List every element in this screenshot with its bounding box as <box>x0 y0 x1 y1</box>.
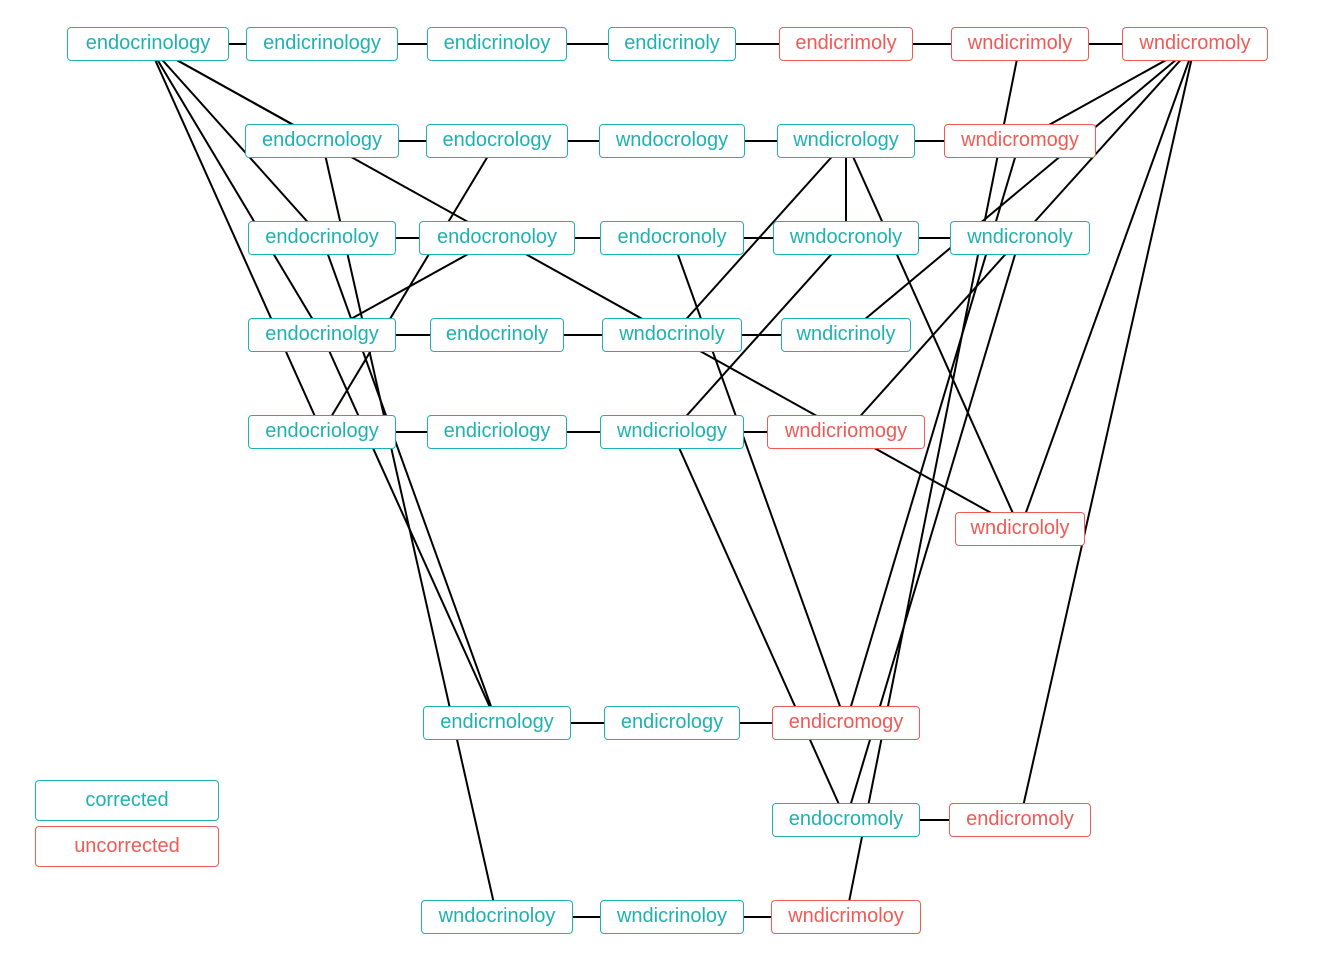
node-endocromoly[interactable]: endocromoly <box>772 803 920 837</box>
node-wndicrololy[interactable]: wndicrololy <box>955 512 1085 546</box>
edge-n16-n24 <box>671 237 847 433</box>
legend-corrected: corrected <box>35 780 219 821</box>
node-endicromoly[interactable]: endicromoly <box>949 803 1091 837</box>
node-endicrinology[interactable]: endicrinology <box>246 27 398 61</box>
edge-n01-n18 <box>147 43 323 336</box>
node-endocrinoly[interactable]: endocrinoly <box>430 318 564 352</box>
node-wndicriology[interactable]: wndicriology <box>600 415 744 449</box>
edge-n24-n30 <box>671 431 847 821</box>
node-endocronoloy[interactable]: endocronoloy <box>419 221 575 255</box>
node-wndicrinoly[interactable]: wndicrinoly <box>781 318 911 352</box>
node-wndocrology[interactable]: wndocrology <box>599 124 745 158</box>
node-endicriology[interactable]: endicriology <box>427 415 567 449</box>
edge-n26-n07 <box>1019 43 1196 530</box>
node-wndicromogy[interactable]: wndicromogy <box>944 124 1096 158</box>
edge-n21-n07 <box>845 43 1196 336</box>
edge-layer <box>147 43 1196 918</box>
node-endicromogy[interactable]: endicromogy <box>772 706 920 740</box>
edge-n17-n07 <box>1019 43 1196 239</box>
legend: corrected uncorrected <box>35 780 219 872</box>
edge-n13-n27 <box>321 237 498 724</box>
node-wndicrology[interactable]: wndicrology <box>777 124 915 158</box>
legend-uncorrected: uncorrected <box>35 826 219 867</box>
node-wndicriomogy[interactable]: wndicriomogy <box>767 415 925 449</box>
node-wndicrimoly[interactable]: wndicrimoly <box>951 27 1089 61</box>
node-endocrinoloy[interactable]: endocrinoloy <box>248 221 396 255</box>
node-endicrology[interactable]: endicrology <box>604 706 740 740</box>
edge-n01-n13 <box>147 43 323 239</box>
node-endocrinolgy[interactable]: endocrinolgy <box>248 318 396 352</box>
edge-n25-n17 <box>845 237 1021 433</box>
node-endicrinoly[interactable]: endicrinoly <box>608 27 736 61</box>
node-endicrnology[interactable]: endicrnology <box>423 706 571 740</box>
node-endocrinology[interactable]: endocrinology <box>67 27 229 61</box>
node-wndicronoly[interactable]: wndicronoly <box>950 221 1090 255</box>
node-endicrimoly[interactable]: endicrimoly <box>779 27 913 61</box>
edge-n20-n11 <box>671 140 847 336</box>
node-wndicrinoloy[interactable]: wndicrinoloy <box>600 900 744 934</box>
node-wndocrinoly[interactable]: wndocrinoly <box>602 318 742 352</box>
edge-n15-n29 <box>671 237 847 724</box>
node-wndicrimoloy[interactable]: wndicrimoloy <box>771 900 921 934</box>
node-wndocrinoloy[interactable]: wndocrinoloy <box>421 900 573 934</box>
node-endicrinoloy[interactable]: endicrinoloy <box>427 27 567 61</box>
node-endocrnology[interactable]: endocrnology <box>245 124 399 158</box>
node-endocrology[interactable]: endocrology <box>426 124 568 158</box>
edge-n01-n22 <box>147 43 323 433</box>
node-wndicromoly[interactable]: wndicromoly <box>1122 27 1268 61</box>
node-endocriology[interactable]: endocriology <box>248 415 396 449</box>
edge-n06-n34 <box>845 43 1021 918</box>
edge-n18-n27 <box>321 334 498 724</box>
node-endocronoly[interactable]: endocronoly <box>600 221 744 255</box>
node-wndocronoly[interactable]: wndocronoly <box>773 221 919 255</box>
edge-n31-n07 <box>1019 43 1196 821</box>
edge-n01-n26 <box>147 43 1021 530</box>
